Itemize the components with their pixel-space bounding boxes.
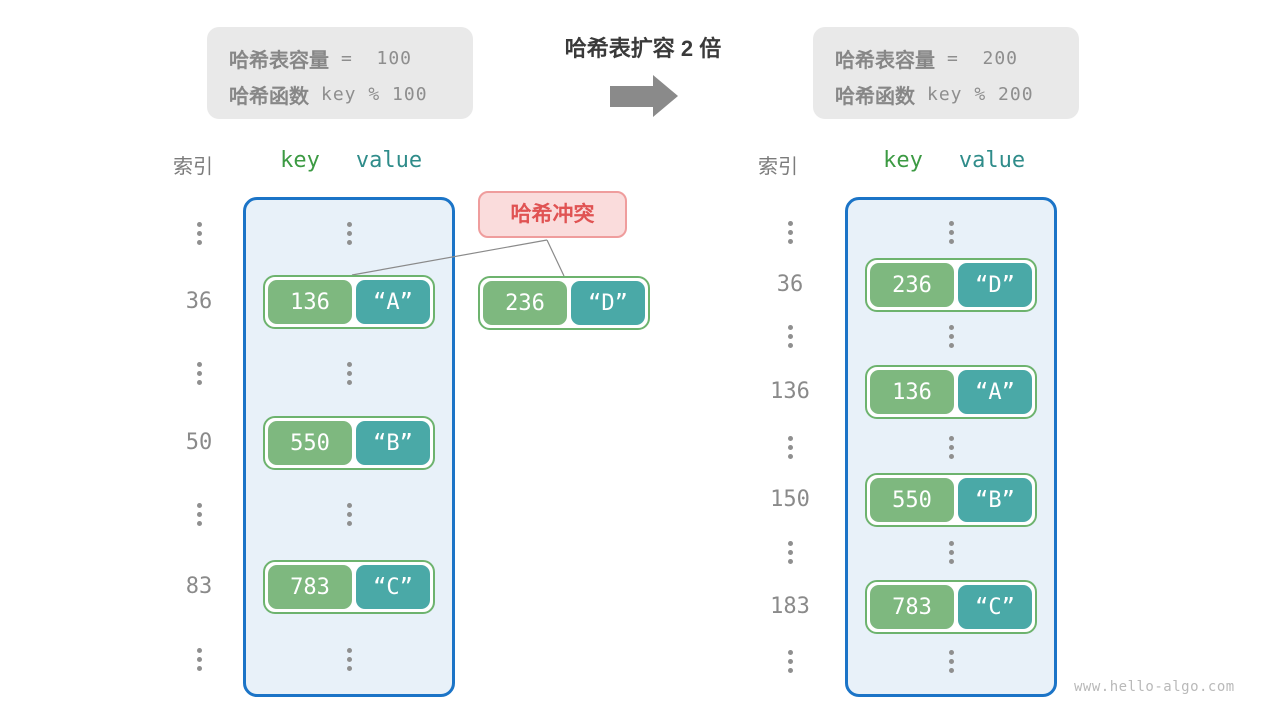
ellipsis-icon xyxy=(309,503,389,526)
collision-badge: 哈希冲突 xyxy=(478,191,627,238)
index-label: 150 xyxy=(770,487,810,512)
ellipsis-icon xyxy=(750,541,830,564)
index-label: 50 xyxy=(185,430,213,455)
index-label: 183 xyxy=(770,594,810,619)
ellipsis-icon xyxy=(750,221,830,244)
ellipsis-icon xyxy=(750,650,830,673)
ellipsis-icon xyxy=(159,222,239,245)
right-key-header: key xyxy=(883,148,923,173)
key-cell: 236 xyxy=(483,281,567,325)
value-cell: “C” xyxy=(958,585,1032,629)
left-index-header: 索引 xyxy=(173,156,213,178)
right-arrow-icon xyxy=(610,75,678,117)
watermark: www.hello-algo.com xyxy=(1074,679,1235,695)
collision-line-left xyxy=(351,239,548,276)
key-cell: 783 xyxy=(870,585,954,629)
expansion-title: 哈希表扩容 2 倍 xyxy=(564,36,722,61)
kv-pair: 783 “C” xyxy=(263,560,435,614)
kv-pair: 550 “B” xyxy=(865,473,1037,527)
value-cell: “B” xyxy=(958,478,1032,522)
index-label: 83 xyxy=(185,574,213,599)
ellipsis-icon xyxy=(911,221,991,244)
kv-pair: 136 “A” xyxy=(263,275,435,329)
value-cell: “A” xyxy=(356,280,430,324)
ellipsis-icon xyxy=(309,648,389,671)
hash-function-label: 哈希函数 xyxy=(229,85,309,108)
key-cell: 136 xyxy=(870,370,954,414)
kv-pair: 783 “C” xyxy=(865,580,1037,634)
info-box-before: 哈希表容量 = 100 哈希函数 key % 100 xyxy=(207,27,473,119)
kv-pair: 550 “B” xyxy=(263,416,435,470)
hash-function-label: 哈希函数 xyxy=(835,85,915,108)
value-cell: “D” xyxy=(571,281,645,325)
value-cell: “C” xyxy=(356,565,430,609)
right-index-header: 索引 xyxy=(758,156,798,178)
index-label: 136 xyxy=(770,379,810,404)
key-cell: 236 xyxy=(870,263,954,307)
left-value-header: value xyxy=(355,148,423,173)
collision-line-right xyxy=(546,239,565,277)
ellipsis-icon xyxy=(309,222,389,245)
hash-function-value: key % 100 xyxy=(321,83,428,105)
capacity-value: = 200 xyxy=(947,47,1019,69)
key-cell: 783 xyxy=(268,565,352,609)
info-box-after: 哈希表容量 = 200 哈希函数 key % 200 xyxy=(813,27,1079,119)
value-cell: “A” xyxy=(958,370,1032,414)
ellipsis-icon xyxy=(911,325,991,348)
index-label: 36 xyxy=(776,272,804,297)
ellipsis-icon xyxy=(911,650,991,673)
ellipsis-icon xyxy=(911,436,991,459)
key-cell: 550 xyxy=(268,421,352,465)
key-cell: 136 xyxy=(268,280,352,324)
kv-pair: 236 “D” xyxy=(865,258,1037,312)
ellipsis-icon xyxy=(750,325,830,348)
capacity-label: 哈希表容量 xyxy=(229,49,329,72)
key-cell: 550 xyxy=(870,478,954,522)
ellipsis-icon xyxy=(309,362,389,385)
kv-pair-floating: 236 “D” xyxy=(478,276,650,330)
ellipsis-icon xyxy=(911,541,991,564)
hash-function-value: key % 200 xyxy=(927,83,1034,105)
capacity-value: = 100 xyxy=(341,47,413,69)
ellipsis-icon xyxy=(750,436,830,459)
left-key-header: key xyxy=(280,148,320,173)
capacity-label: 哈希表容量 xyxy=(835,49,935,72)
ellipsis-icon xyxy=(159,648,239,671)
kv-pair: 136 “A” xyxy=(865,365,1037,419)
right-value-header: value xyxy=(958,148,1026,173)
ellipsis-icon xyxy=(159,503,239,526)
value-cell: “D” xyxy=(958,263,1032,307)
ellipsis-icon xyxy=(159,362,239,385)
index-label: 36 xyxy=(185,289,213,314)
value-cell: “B” xyxy=(356,421,430,465)
